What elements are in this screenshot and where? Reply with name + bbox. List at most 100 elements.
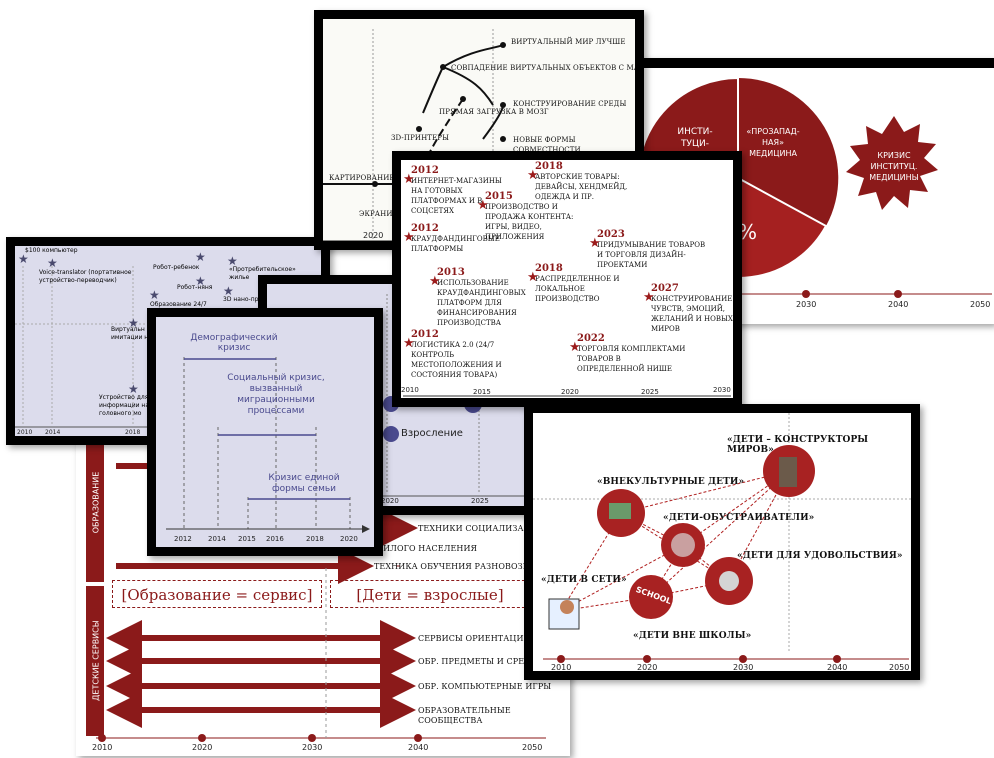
year-label: 2020 [381, 497, 399, 505]
star-icon: ★ [527, 168, 539, 183]
star-icon: ★ [643, 290, 655, 305]
gadget-label: 3D нано-пр [223, 296, 259, 303]
kids-label: «Внекультурные дети» [597, 477, 745, 487]
star-icon: ★ [195, 250, 206, 264]
timeline-event: ★2012Интернет-магазины на готовых платфо… [403, 165, 515, 216]
year-dot [98, 734, 106, 742]
vw-label: Картирование м [329, 174, 405, 182]
event-text: Придумывание товаров и торговля дизайн-п… [597, 241, 706, 269]
arrow-label-3: Сервисы ориентации в об [418, 634, 555, 643]
event-text: Краудфандинговые платформы [411, 235, 500, 253]
star-icon: ★ [569, 340, 581, 355]
year-dot [198, 734, 206, 742]
top-bar [638, 58, 994, 68]
year-label: 2030 [302, 743, 323, 752]
gadget-label: Робот-ребенок [153, 264, 200, 271]
pie-percent: % [738, 220, 758, 244]
year-label: 2050 [889, 663, 910, 672]
commerce-svg [403, 395, 731, 397]
star-icon: ★ [589, 236, 601, 251]
event-text: Использование краудфандинговых платформ … [437, 279, 526, 327]
event-text: Распределенное и локальное производство [535, 275, 620, 303]
pie-right-label: «Прозапад-ная» медицина [746, 127, 800, 158]
timeline-event: ★2018Распределенное и локальное производ… [527, 263, 631, 304]
slide-commerce-timeline: ★2012Интернет-магазины на готовых платфо… [392, 151, 742, 407]
year-label: 2014 [208, 535, 226, 543]
event-text: Интернет-магазины на готовых платформах … [411, 177, 502, 215]
event-year: 2018 [535, 263, 563, 274]
event-year: 2012 [411, 329, 439, 340]
event-year: 2013 [437, 267, 465, 278]
kids-label: «Дети – конструкторы миров» [727, 435, 869, 455]
timeline-event: ★2027Конструирование чувств, эмоций, жел… [643, 283, 733, 334]
timeline-event: ★2012Логистика 2.0 (24/7 контроль местоп… [403, 329, 535, 380]
event-year: 2023 [597, 229, 625, 240]
kids-label: «Дети в сети» [541, 575, 627, 585]
sidebar-services [86, 586, 104, 736]
year-label: 2016 [266, 535, 284, 543]
gadget-label: «Протребительское» жилье [229, 266, 296, 281]
year-label: 2014 [45, 429, 61, 436]
event-text: Логистика 2.0 (24/7 контроль местоположе… [411, 341, 502, 379]
vw-label: Экраниров [359, 210, 409, 218]
year-label: 2020 [192, 743, 213, 752]
year-label: 2010 [401, 386, 419, 394]
year-label: 2025 [641, 388, 659, 396]
year-label: 2010 [17, 429, 33, 436]
year-label: 2012 [174, 535, 192, 543]
gadget-label: Voice-translator (портативное устройство… [39, 269, 132, 284]
star-icon: ★ [403, 230, 415, 245]
event-year: 2012 [411, 223, 439, 234]
event-text: Авторские товары: девайсы, хендмейд, оде… [535, 173, 628, 201]
arrow-label-1: жилого населения [374, 544, 478, 553]
year-dot [833, 655, 841, 663]
event-year: 2027 [651, 283, 679, 294]
star-icon: ★ [149, 288, 160, 302]
arrow-label-5: Обр. компьютерные игры [418, 682, 552, 691]
year-label: 2020 [561, 388, 579, 396]
year-label: 2030 [796, 300, 817, 309]
kids-svg [533, 413, 911, 660]
sidebar-education [86, 430, 104, 582]
year-dot [643, 655, 651, 663]
star-icon: ★ [223, 284, 234, 298]
timeline-event: ★2012Краудфандинговые платформы [403, 223, 521, 254]
event-text: Конструирование чувств, эмоций, желаний … [651, 295, 733, 333]
event-year: 2015 [485, 191, 513, 202]
event-text: Производство и продажа контента: игры, в… [485, 203, 574, 241]
crisis-label: Демографический кризис [190, 333, 278, 353]
kids-label: «Дети для удовольствия» [737, 551, 903, 561]
year-label: 2020 [637, 663, 658, 672]
gadget-label: $100 компьютер [25, 247, 78, 254]
timeline-event: ★2015Производство и продажа контента: иг… [477, 191, 585, 242]
vw-label: Прямая загрузка в мозг [439, 108, 549, 116]
year-dot [557, 655, 565, 663]
vw-label: 3D-принтеры [391, 134, 450, 142]
star-icon: ★ [403, 336, 415, 351]
event-year: 2012 [411, 165, 439, 176]
timeline-event: ★2013Использование краудфандинговых плат… [429, 267, 555, 328]
year-dot [739, 655, 747, 663]
arrow-label-4: Обр. предметы и среды [418, 657, 539, 666]
education-arrows-svg [96, 463, 546, 739]
crisis-svg [166, 357, 370, 533]
slide-kids: SCHOOL «Дети – конструкторы миров» «Внек… [524, 404, 920, 680]
year-dot [414, 734, 422, 742]
gadget-label: Робот-няня [177, 284, 213, 291]
timeline-event: ★2018Авторские товары: девайсы, хендмейд… [527, 162, 653, 202]
year-label: 2040 [408, 743, 429, 752]
year-dot [802, 290, 810, 298]
timeline-event: ★2023Придумывание товаров и торговля диз… [589, 229, 709, 270]
crisis-label: Социальный кризис, вызванный миграционны… [227, 373, 325, 416]
burst-label: Кризис институц. медицины [869, 151, 919, 182]
vw-label: Совпадение виртуальных объектов с матери… [451, 64, 644, 72]
year-label: 2050 [970, 300, 991, 309]
year-label: 2025 [471, 497, 489, 505]
year-label: 2050 [522, 743, 543, 752]
childhood-label: Взросление [401, 428, 463, 439]
box-children-adults-text: [Дети = взрослые] [356, 586, 504, 604]
gadget-label: Устройство для за информации на головног… [99, 394, 158, 417]
arrow-label-6: Образовательные сообщества [418, 706, 511, 725]
star-icon: ★ [195, 274, 206, 288]
star-icon: ★ [128, 316, 139, 330]
